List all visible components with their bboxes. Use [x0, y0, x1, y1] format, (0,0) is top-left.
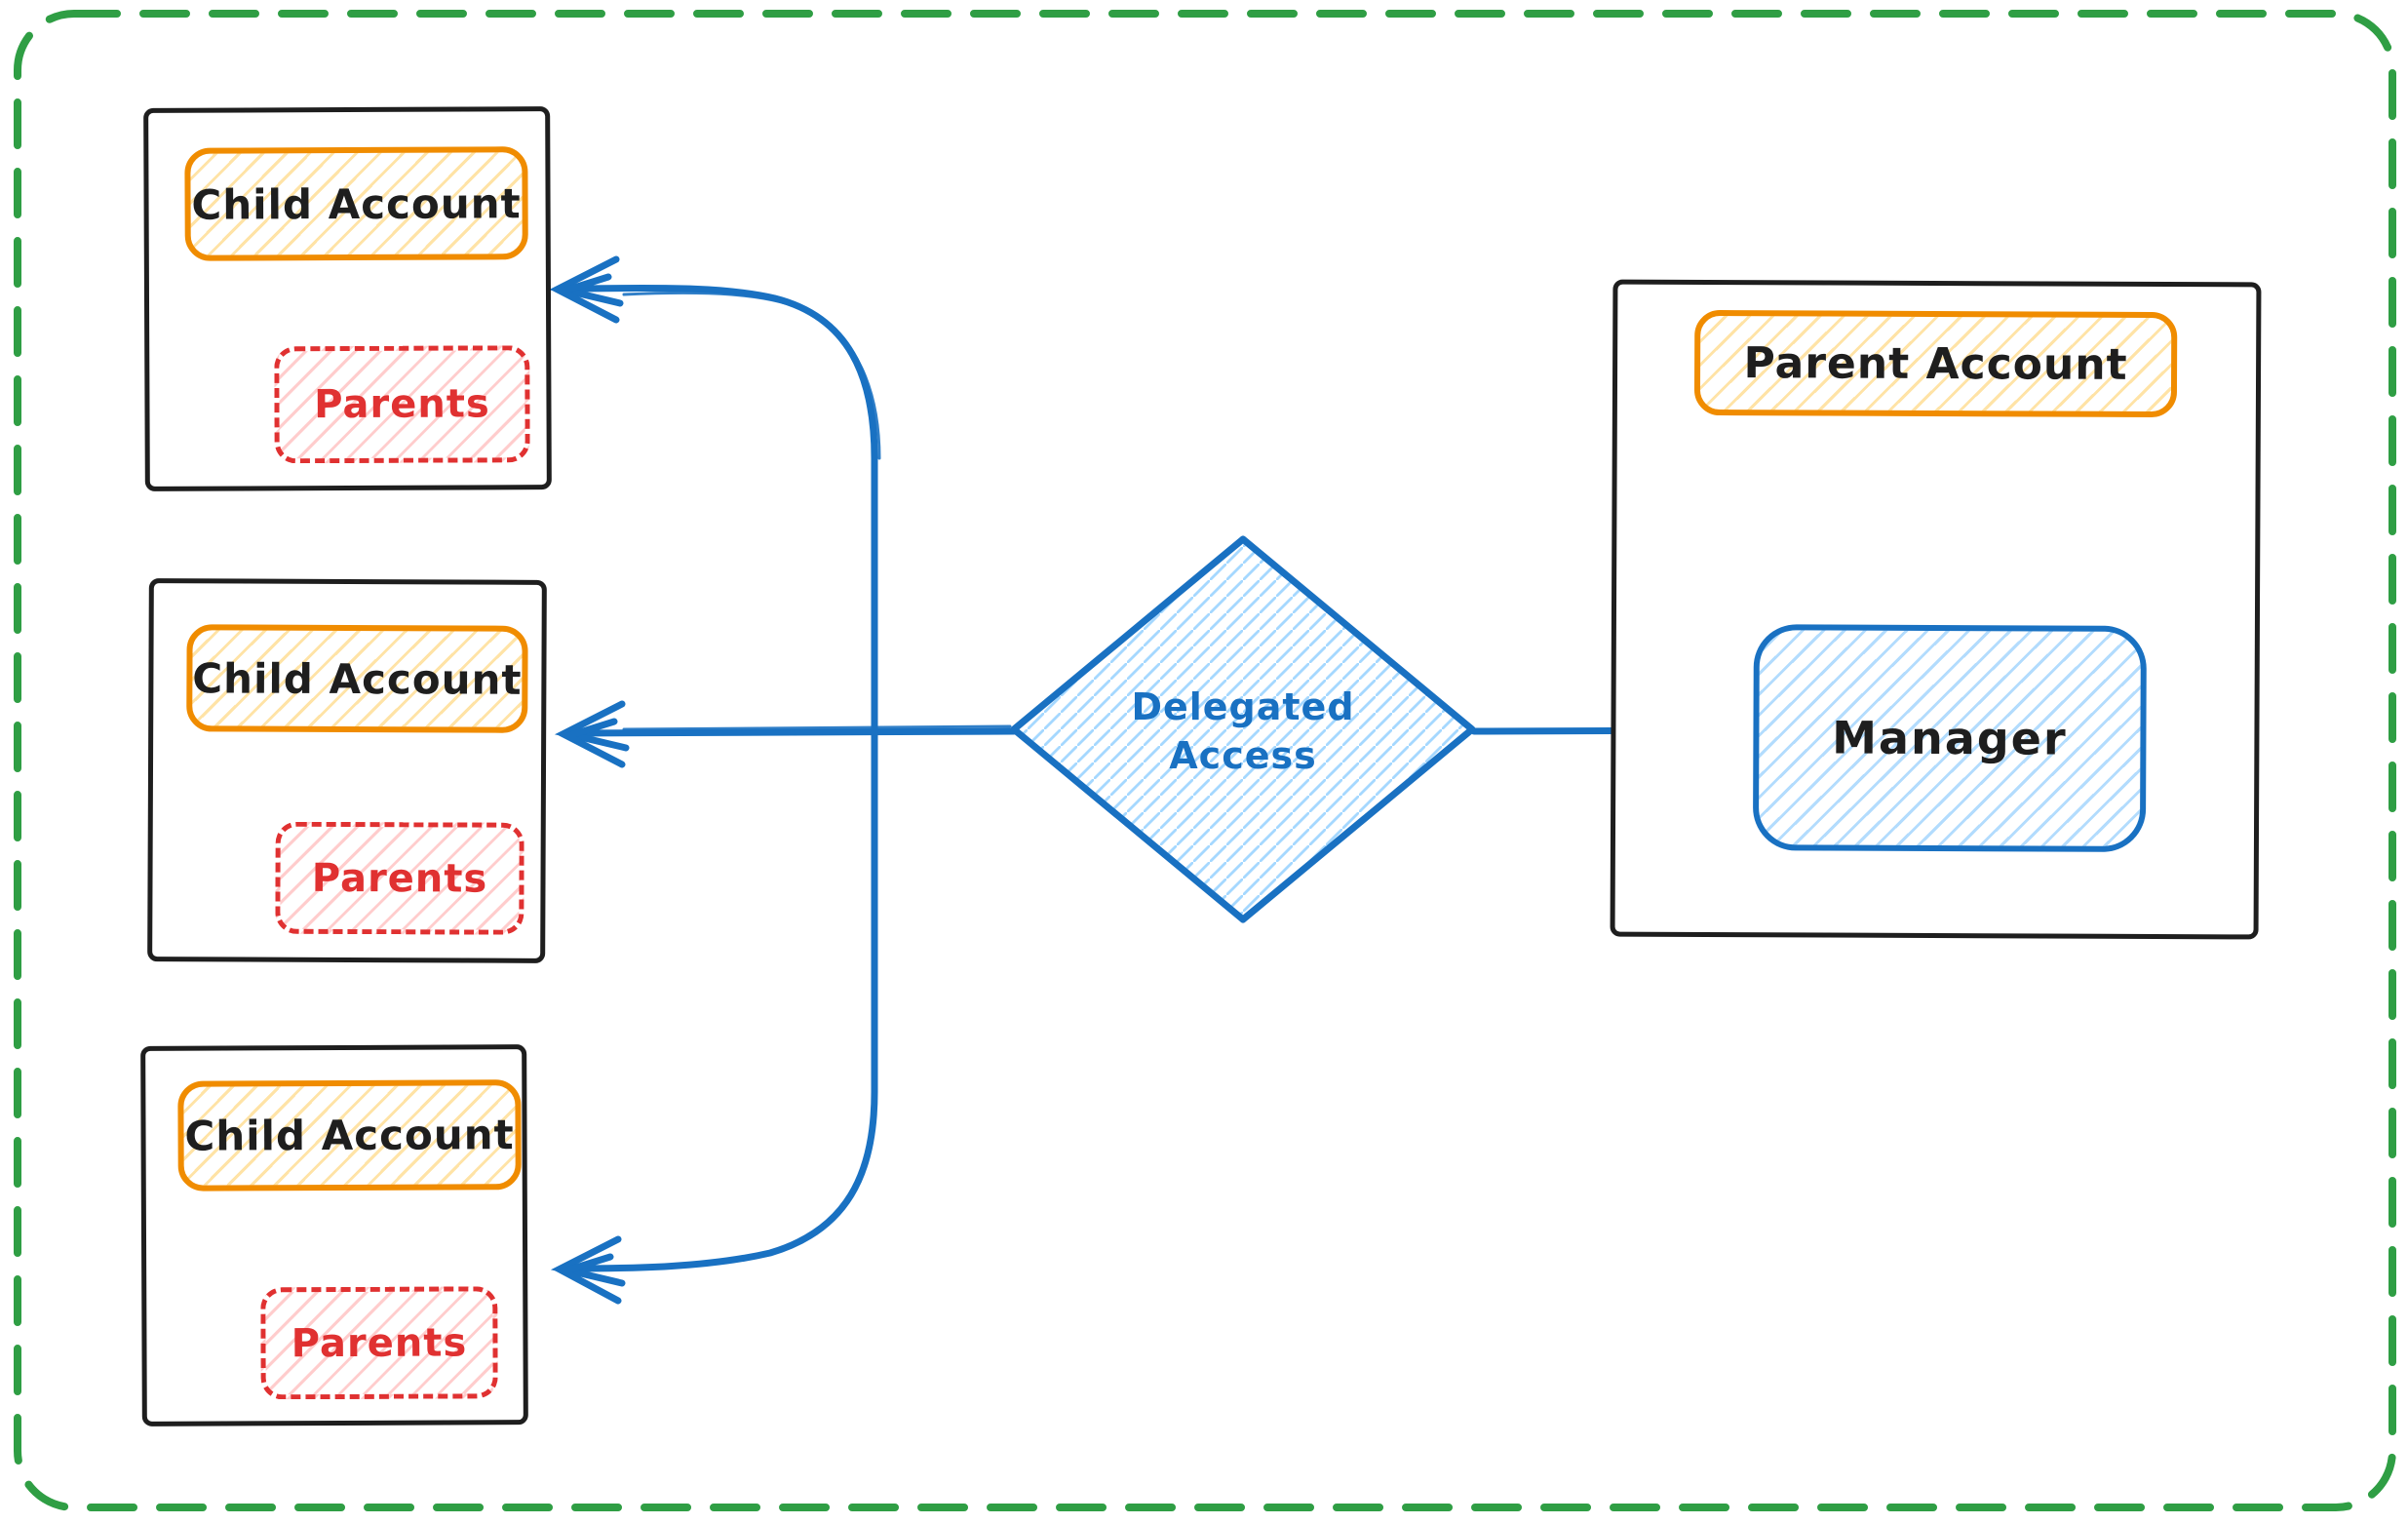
parents-text-2: Parents [311, 855, 488, 902]
child-account-text-1: Child Account [191, 178, 522, 229]
child-account-text-2: Child Account [192, 653, 523, 704]
manager-text: Manager [1832, 711, 2068, 765]
parents-badge-1: Parents [274, 345, 530, 464]
parent-account-text: Parent Account [1743, 337, 2128, 390]
canvas-dashed-border [14, 10, 2396, 1511]
child-account-label-3: Child Account [177, 1079, 522, 1192]
parents-badge-2: Parents [275, 821, 524, 935]
child-account-label-1: Child Account [184, 146, 528, 261]
arrow-branch-spine [562, 284, 878, 1272]
arrowhead-bottom [550, 1235, 626, 1305]
delegated-access-label: Delegated Access [1072, 669, 1414, 794]
arrowhead-top [548, 255, 624, 324]
parent-account-label: Parent Account [1693, 309, 2178, 418]
manager-box: Manager [1752, 624, 2147, 852]
parents-badge-3: Parents [260, 1286, 498, 1400]
parents-text-1: Parents [314, 381, 490, 428]
child-account-box-3: Child Account Parents [140, 1044, 528, 1426]
child-account-label-2: Child Account [186, 624, 528, 733]
delegated-access-line1: Delegated [1131, 684, 1355, 728]
child-account-box-1: Child Account Parents [143, 106, 552, 491]
arrow-to-middle-child-echo [622, 724, 1012, 731]
parents-text-3: Parents [291, 1319, 468, 1366]
delegated-access-line2: Access [1169, 734, 1317, 777]
child-account-text-3: Child Account [184, 1111, 515, 1160]
arrowhead-middle [554, 700, 630, 768]
child-account-box-2: Child Account Parents [147, 578, 547, 963]
parent-account-box: Parent Account Manager [1610, 279, 2262, 940]
arrow-branch-echo [622, 291, 881, 460]
arrow-to-middle-child [563, 727, 1018, 737]
